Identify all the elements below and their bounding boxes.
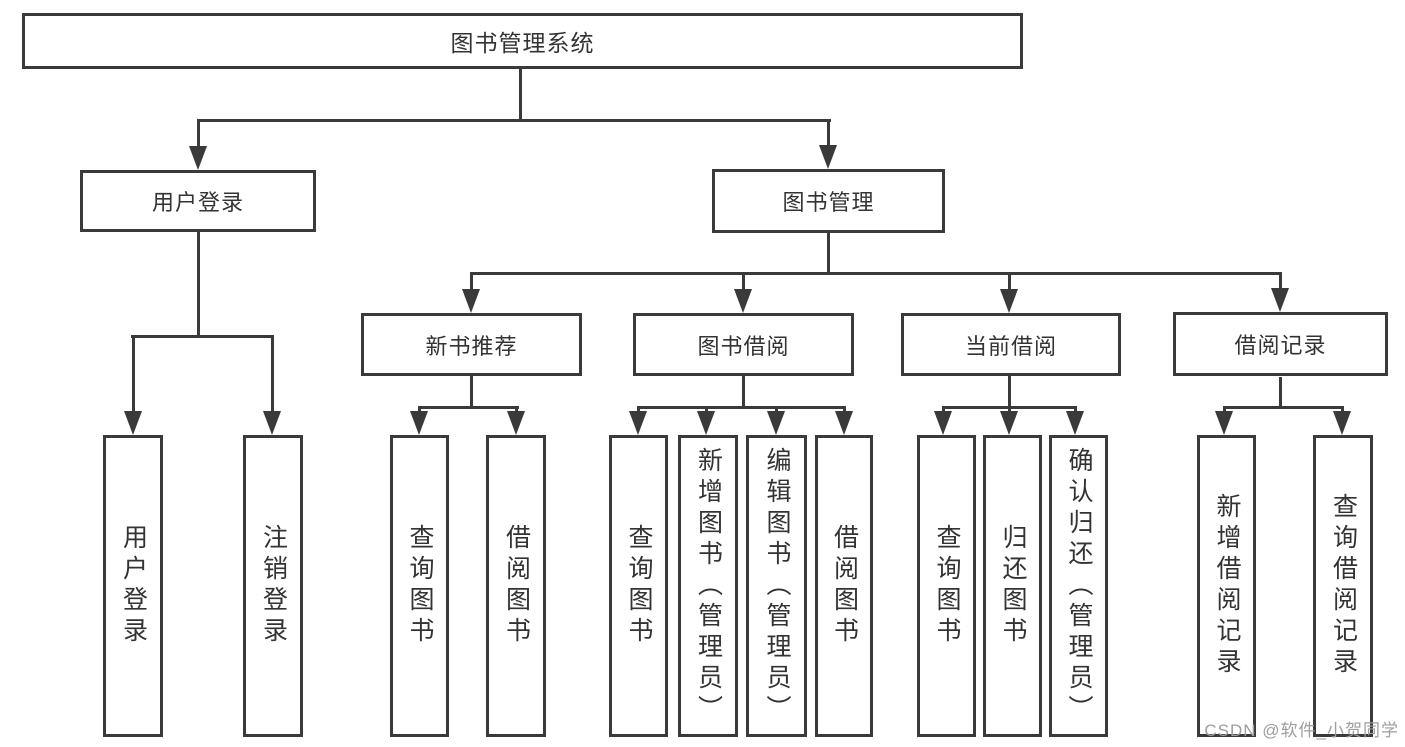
node-book-borrowing: 图书借阅 [633, 313, 854, 376]
node-book-borrowing-label: 图书借阅 [697, 333, 790, 359]
connector-hline [418, 406, 519, 409]
connector-vline [470, 272, 473, 290]
connector-vline [705, 406, 708, 413]
connector-vline [1074, 406, 1077, 413]
connector-vline [827, 119, 830, 147]
connector-vline [1223, 406, 1226, 413]
leaf-logout-label: 注销登录 [259, 524, 288, 648]
arrow-down-icon [124, 411, 142, 435]
connector-vline [197, 232, 200, 336]
arrow-down-icon [819, 145, 837, 169]
node-library-system-label: 图书管理系统 [450, 30, 595, 56]
connector-vline [637, 406, 640, 413]
connector-hline [1223, 406, 1344, 409]
node-current-borrowing-label: 当前借阅 [964, 333, 1057, 359]
arrow-down-icon [629, 411, 647, 435]
connector-hline [197, 119, 831, 122]
leaf-edit-books-admin-label: 编辑图书（管理员） [763, 446, 791, 726]
connector-vline [1008, 272, 1011, 290]
connector-vline [197, 119, 200, 148]
node-user-login: 用户登录 [80, 170, 316, 232]
node-current-borrowing: 当前借阅 [901, 313, 1121, 376]
leaf-query-books-current-label: 查询图书 [933, 524, 961, 648]
leaf-query-books-recommend: 查询图书 [390, 435, 449, 737]
leaf-query-books-borrowing-label: 查询图书 [625, 524, 653, 648]
connector-vline [1341, 406, 1344, 413]
arrow-down-icon [1000, 289, 1018, 313]
connector-vline [775, 406, 778, 413]
leaf-confirm-return-admin-label: 确认归还（管理员） [1065, 446, 1093, 726]
connector-vline [827, 233, 830, 275]
connector-vline [132, 335, 135, 413]
arrow-down-icon [507, 411, 525, 435]
leaf-user-login-label: 用户登录 [119, 524, 148, 648]
arrow-down-icon [410, 411, 428, 435]
arrow-down-icon [835, 411, 853, 435]
leaf-query-borrow-record: 查询借阅记录 [1313, 435, 1373, 737]
leaf-logout: 注销登录 [243, 435, 303, 737]
connector-vline [942, 406, 945, 413]
connector-vline [271, 335, 274, 413]
node-new-book-recommend: 新书推荐 [361, 313, 582, 376]
leaf-return-books-label: 归还图书 [999, 524, 1027, 648]
arrow-down-icon [1215, 411, 1233, 435]
arrow-down-icon [1271, 288, 1289, 312]
arrow-down-icon [1000, 411, 1018, 435]
leaf-query-borrow-record-label: 查询借阅记录 [1329, 493, 1358, 679]
node-new-book-recommend-label: 新书推荐 [425, 333, 518, 359]
connector-vline [1008, 406, 1011, 413]
leaf-borrow-books-recommend: 借阅图书 [486, 435, 546, 737]
connector-vline [742, 272, 745, 290]
leaf-add-borrow-record: 新增借阅记录 [1197, 435, 1256, 737]
leaf-return-books: 归还图书 [983, 435, 1042, 737]
arrow-down-icon [697, 411, 715, 435]
leaf-borrow-books-borrowing: 借阅图书 [815, 435, 873, 737]
connector-hline [131, 335, 274, 338]
connector-vline [470, 376, 473, 408]
leaf-query-books-recommend-label: 查询图书 [406, 524, 434, 648]
connector-vline [843, 406, 846, 413]
node-book-management-label: 图书管理 [782, 190, 875, 215]
connector-vline [418, 406, 421, 413]
arrow-down-icon [189, 146, 207, 170]
csdn-watermark: CSDN @软件_小贺同学 [1204, 721, 1399, 740]
connector-vline [1008, 376, 1011, 408]
leaf-borrow-books-recommend-label: 借阅图书 [502, 524, 531, 648]
leaf-add-borrow-record-label: 新增借阅记录 [1213, 493, 1241, 679]
connector-vline [742, 376, 745, 408]
node-library-system: 图书管理系统 [22, 13, 1023, 69]
arrow-down-icon [734, 289, 752, 313]
connector-vline [1279, 377, 1282, 408]
connector-vline [1279, 272, 1282, 290]
connector-vline [515, 406, 518, 413]
leaf-add-books-admin: 新增图书（管理员） [678, 435, 738, 737]
node-borrowing-records-label: 借阅记录 [1234, 333, 1327, 358]
leaf-confirm-return-admin: 确认归还（管理员） [1049, 435, 1108, 737]
arrow-down-icon [263, 411, 281, 435]
leaf-query-books-current: 查询图书 [917, 435, 976, 737]
arrow-down-icon [1066, 411, 1084, 435]
arrow-down-icon [767, 411, 785, 435]
connector-vline [519, 69, 522, 119]
leaf-query-books-borrowing: 查询图书 [609, 435, 668, 737]
leaf-user-login: 用户登录 [103, 435, 163, 737]
leaf-edit-books-admin: 编辑图书（管理员） [746, 435, 807, 737]
connector-hline [637, 406, 846, 409]
leaf-borrow-books-borrowing-label: 借阅图书 [830, 524, 859, 648]
leaf-add-books-admin-label: 新增图书（管理员） [694, 446, 723, 726]
node-borrowing-records: 借阅记录 [1173, 312, 1388, 376]
arrow-down-icon [462, 289, 480, 313]
node-user-login-label: 用户登录 [151, 190, 244, 215]
arrow-down-icon [1333, 411, 1351, 435]
node-book-management: 图书管理 [712, 169, 945, 233]
arrow-down-icon [934, 411, 952, 435]
connector-hline [470, 272, 1282, 275]
